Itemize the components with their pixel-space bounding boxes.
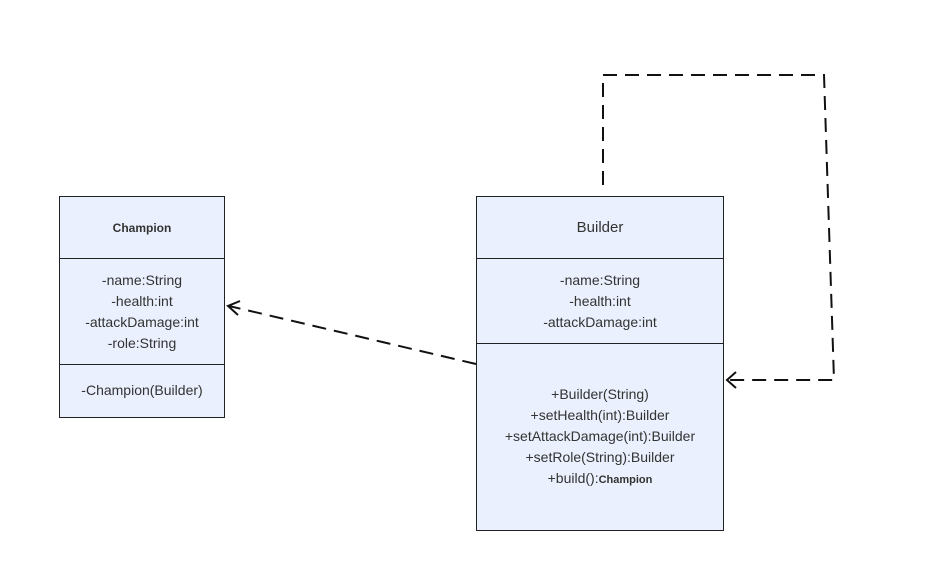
self-dependency-line xyxy=(602,74,836,381)
class-name-compartment: Builder xyxy=(477,197,723,258)
methods-compartment: +Builder(String) +setHealth(int):Builder… xyxy=(477,343,723,529)
method: +setRole(String):Builder xyxy=(525,449,675,465)
method-build: +build():Champion xyxy=(548,468,653,491)
attribute: -name:String xyxy=(101,271,183,288)
method-build-return: Champion xyxy=(598,474,653,486)
class-name-compartment: Champion xyxy=(60,197,224,258)
attribute: -name:String xyxy=(559,271,641,288)
class-champion[interactable]: Champion -name:String -health:int -attac… xyxy=(59,196,225,418)
class-name: Champion xyxy=(112,220,172,235)
open-arrowhead-icon xyxy=(725,371,737,389)
attribute: -health:int xyxy=(111,292,173,309)
attribute: -attackDamage:int xyxy=(543,313,657,330)
class-name: Builder xyxy=(576,219,624,236)
attribute: -attackDamage:int xyxy=(85,313,199,330)
method: -Champion(Builder) xyxy=(81,382,203,398)
dependency-line xyxy=(228,305,477,365)
method-build-prefix: +build(): xyxy=(547,470,599,486)
dependency-builder-to-champion[interactable] xyxy=(226,300,477,365)
self-dependency-builder[interactable] xyxy=(602,74,836,389)
method: +Builder(String) xyxy=(551,386,649,402)
open-arrowhead-icon xyxy=(226,300,241,316)
attributes-compartment: -name:String -health:int -attackDamage:i… xyxy=(477,258,723,343)
method: +setAttackDamage(int):Builder xyxy=(504,428,696,444)
attributes-compartment: -name:String -health:int -attackDamage:i… xyxy=(60,258,224,364)
attribute: -health:int xyxy=(569,292,631,309)
method: +setHealth(int):Builder xyxy=(530,407,670,423)
methods-compartment: -Champion(Builder) xyxy=(60,364,224,416)
attribute: -role:String xyxy=(107,334,177,351)
class-builder[interactable]: Builder -name:String -health:int -attack… xyxy=(476,196,724,531)
